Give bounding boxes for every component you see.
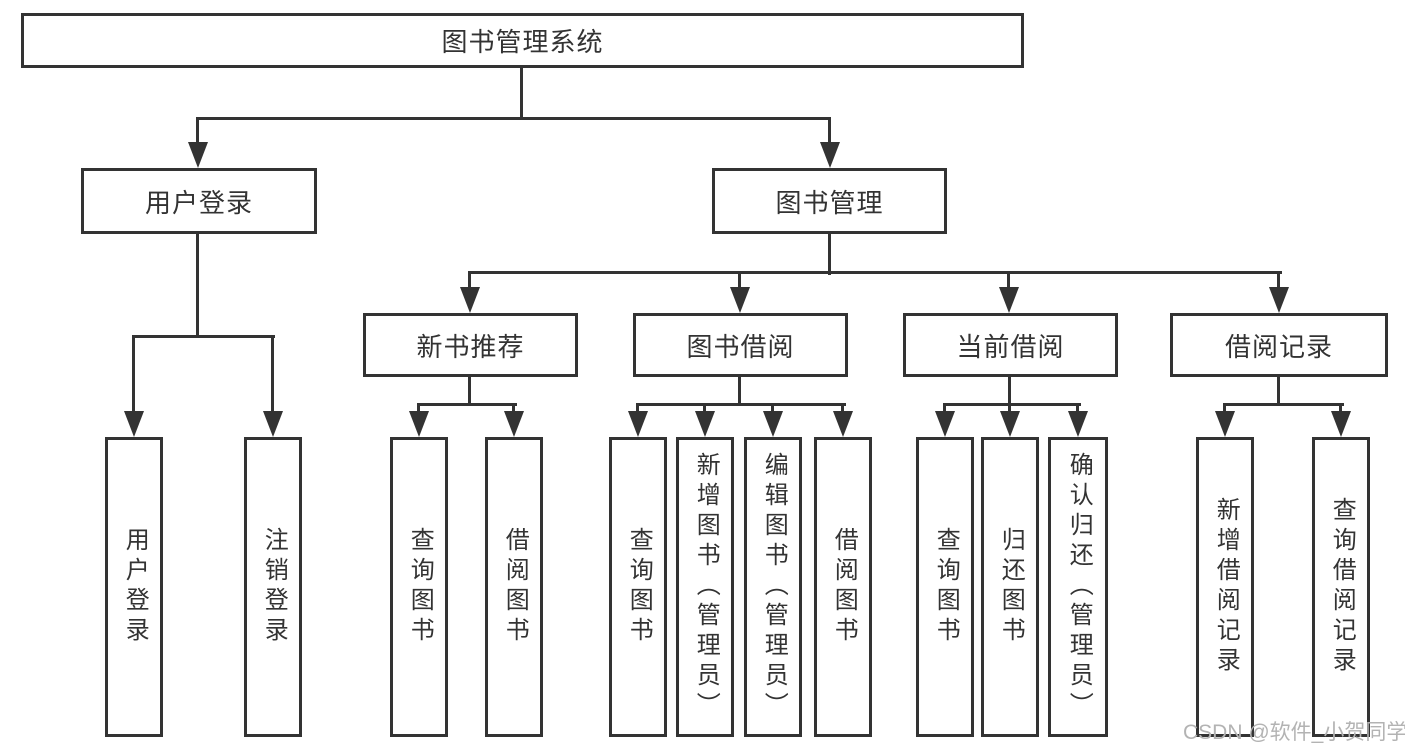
node-user-login-label: 用户登录 — [144, 187, 253, 218]
node-leaf-confirm-return-admin-label: 确认归还（管理员） — [1065, 452, 1093, 722]
connector-drop-current-borrow — [1007, 271, 1010, 289]
node-leaf-add-borrow-record: 新增借阅记录 — [1196, 437, 1254, 737]
connector-new-book-rail — [417, 403, 517, 406]
node-leaf-query-books-borrowing-label: 查询图书 — [625, 527, 653, 647]
connector-drop — [512, 403, 515, 415]
node-leaf-query-books-recommend: 查询图书 — [390, 437, 448, 737]
connector-borrow-records-rail — [1223, 403, 1344, 406]
connector-book-borrow-rail — [636, 403, 846, 406]
node-leaf-query-borrow-record-label: 查询借阅记录 — [1328, 497, 1356, 677]
connector-drop — [1223, 403, 1226, 415]
connector-drop-book-borrow — [738, 271, 741, 289]
node-borrowing-records-label: 借阅记录 — [1224, 331, 1333, 362]
connector-drop — [417, 403, 420, 415]
arrow-down-icon — [820, 142, 840, 168]
arrow-down-icon — [1215, 411, 1235, 437]
connector-user-login-rail — [132, 335, 275, 338]
node-leaf-edit-books-admin-label: 编辑图书（管理员） — [760, 452, 788, 722]
arrow-down-icon — [833, 411, 853, 437]
connector-drop — [1008, 403, 1011, 415]
arrow-down-icon — [730, 287, 750, 313]
node-leaf-user-login-label: 用户登录 — [121, 527, 149, 647]
node-leaf-logout: 注销登录 — [244, 437, 302, 737]
node-leaf-query-borrow-record: 查询借阅记录 — [1312, 437, 1370, 737]
arrow-down-icon — [504, 411, 524, 437]
connector-drop-login-leaf — [132, 335, 135, 413]
node-leaf-borrow-books: 借阅图书 — [814, 437, 872, 737]
arrow-down-icon — [695, 411, 715, 437]
node-book-borrowing-label: 图书借阅 — [686, 331, 795, 362]
node-leaf-borrow-books-recommend-label: 借阅图书 — [501, 527, 529, 647]
arrow-down-icon — [628, 411, 648, 437]
arrow-down-icon — [999, 287, 1019, 313]
connector-drop — [771, 403, 774, 415]
arrow-down-icon — [935, 411, 955, 437]
arrow-down-icon — [1000, 411, 1020, 437]
node-leaf-user-login: 用户登录 — [105, 437, 163, 737]
node-new-book-recommend: 新书推荐 — [363, 313, 578, 377]
connector-book-mgmt-stem — [828, 232, 831, 275]
connector-drop-logout-leaf — [271, 335, 274, 413]
node-library-system: 图书管理系统 — [21, 13, 1024, 68]
connector-drop — [1339, 403, 1342, 415]
node-leaf-add-books-admin-label: 新增图书（管理员） — [692, 452, 720, 722]
connector-drop-user-login — [196, 117, 199, 145]
node-current-borrowing-label: 当前借阅 — [956, 331, 1065, 362]
arrow-down-icon — [1269, 287, 1289, 313]
connector-user-login-stem — [196, 232, 199, 338]
node-leaf-query-books-current: 查询图书 — [916, 437, 974, 737]
node-leaf-query-books-recommend-label: 查询图书 — [406, 527, 434, 647]
arrow-down-icon — [460, 287, 480, 313]
node-user-login: 用户登录 — [81, 168, 317, 234]
connector-new-book-stem — [468, 375, 471, 406]
node-leaf-borrow-books-label: 借阅图书 — [830, 527, 858, 647]
arrow-down-icon — [1068, 411, 1088, 437]
connector-current-borrow-stem — [1008, 375, 1011, 406]
arrow-down-icon — [124, 411, 144, 437]
arrow-down-icon — [409, 411, 429, 437]
connector-drop — [703, 403, 706, 415]
connector-drop — [841, 403, 844, 415]
node-book-management-label: 图书管理 — [775, 187, 884, 218]
node-leaf-confirm-return-admin: 确认归还（管理员） — [1048, 437, 1108, 737]
node-borrowing-records: 借阅记录 — [1170, 313, 1388, 377]
node-leaf-return-books: 归还图书 — [981, 437, 1039, 737]
node-book-borrowing: 图书借阅 — [633, 313, 848, 377]
arrow-down-icon — [1331, 411, 1351, 437]
node-leaf-return-books-label: 归还图书 — [997, 527, 1025, 647]
node-library-system-label: 图书管理系统 — [441, 27, 604, 57]
connector-drop-book-mgmt — [828, 117, 831, 145]
connector-drop-new-book — [468, 271, 471, 289]
connector-current-borrow-rail — [943, 403, 1081, 406]
node-leaf-borrow-books-recommend: 借阅图书 — [485, 437, 543, 737]
connector-drop-borrow-records — [1277, 271, 1280, 289]
connector-book-mgmt-rail — [468, 271, 1282, 274]
arrow-down-icon — [188, 142, 208, 168]
arrow-down-icon — [763, 411, 783, 437]
arrow-down-icon — [263, 411, 283, 437]
csdn-watermark: CSDN @软件_小贺同学 — [1183, 721, 1405, 744]
connector-root-rail — [197, 117, 831, 120]
connector-book-borrow-stem — [738, 375, 741, 406]
node-leaf-logout-label: 注销登录 — [260, 527, 288, 647]
node-leaf-query-books-current-label: 查询图书 — [932, 527, 960, 647]
node-current-borrowing: 当前借阅 — [903, 313, 1118, 377]
node-leaf-query-books-borrowing: 查询图书 — [609, 437, 667, 737]
node-leaf-add-books-admin: 新增图书（管理员） — [676, 437, 734, 737]
node-book-management: 图书管理 — [712, 168, 947, 234]
node-leaf-add-borrow-record-label: 新增借阅记录 — [1212, 497, 1240, 677]
node-new-book-recommend-label: 新书推荐 — [416, 331, 525, 362]
connector-drop — [943, 403, 946, 415]
node-leaf-edit-books-admin: 编辑图书（管理员） — [744, 437, 802, 737]
connector-drop — [636, 403, 639, 415]
connector-drop — [1076, 403, 1079, 415]
connector-root-stem — [520, 67, 523, 119]
connector-borrow-records-stem — [1277, 375, 1280, 406]
